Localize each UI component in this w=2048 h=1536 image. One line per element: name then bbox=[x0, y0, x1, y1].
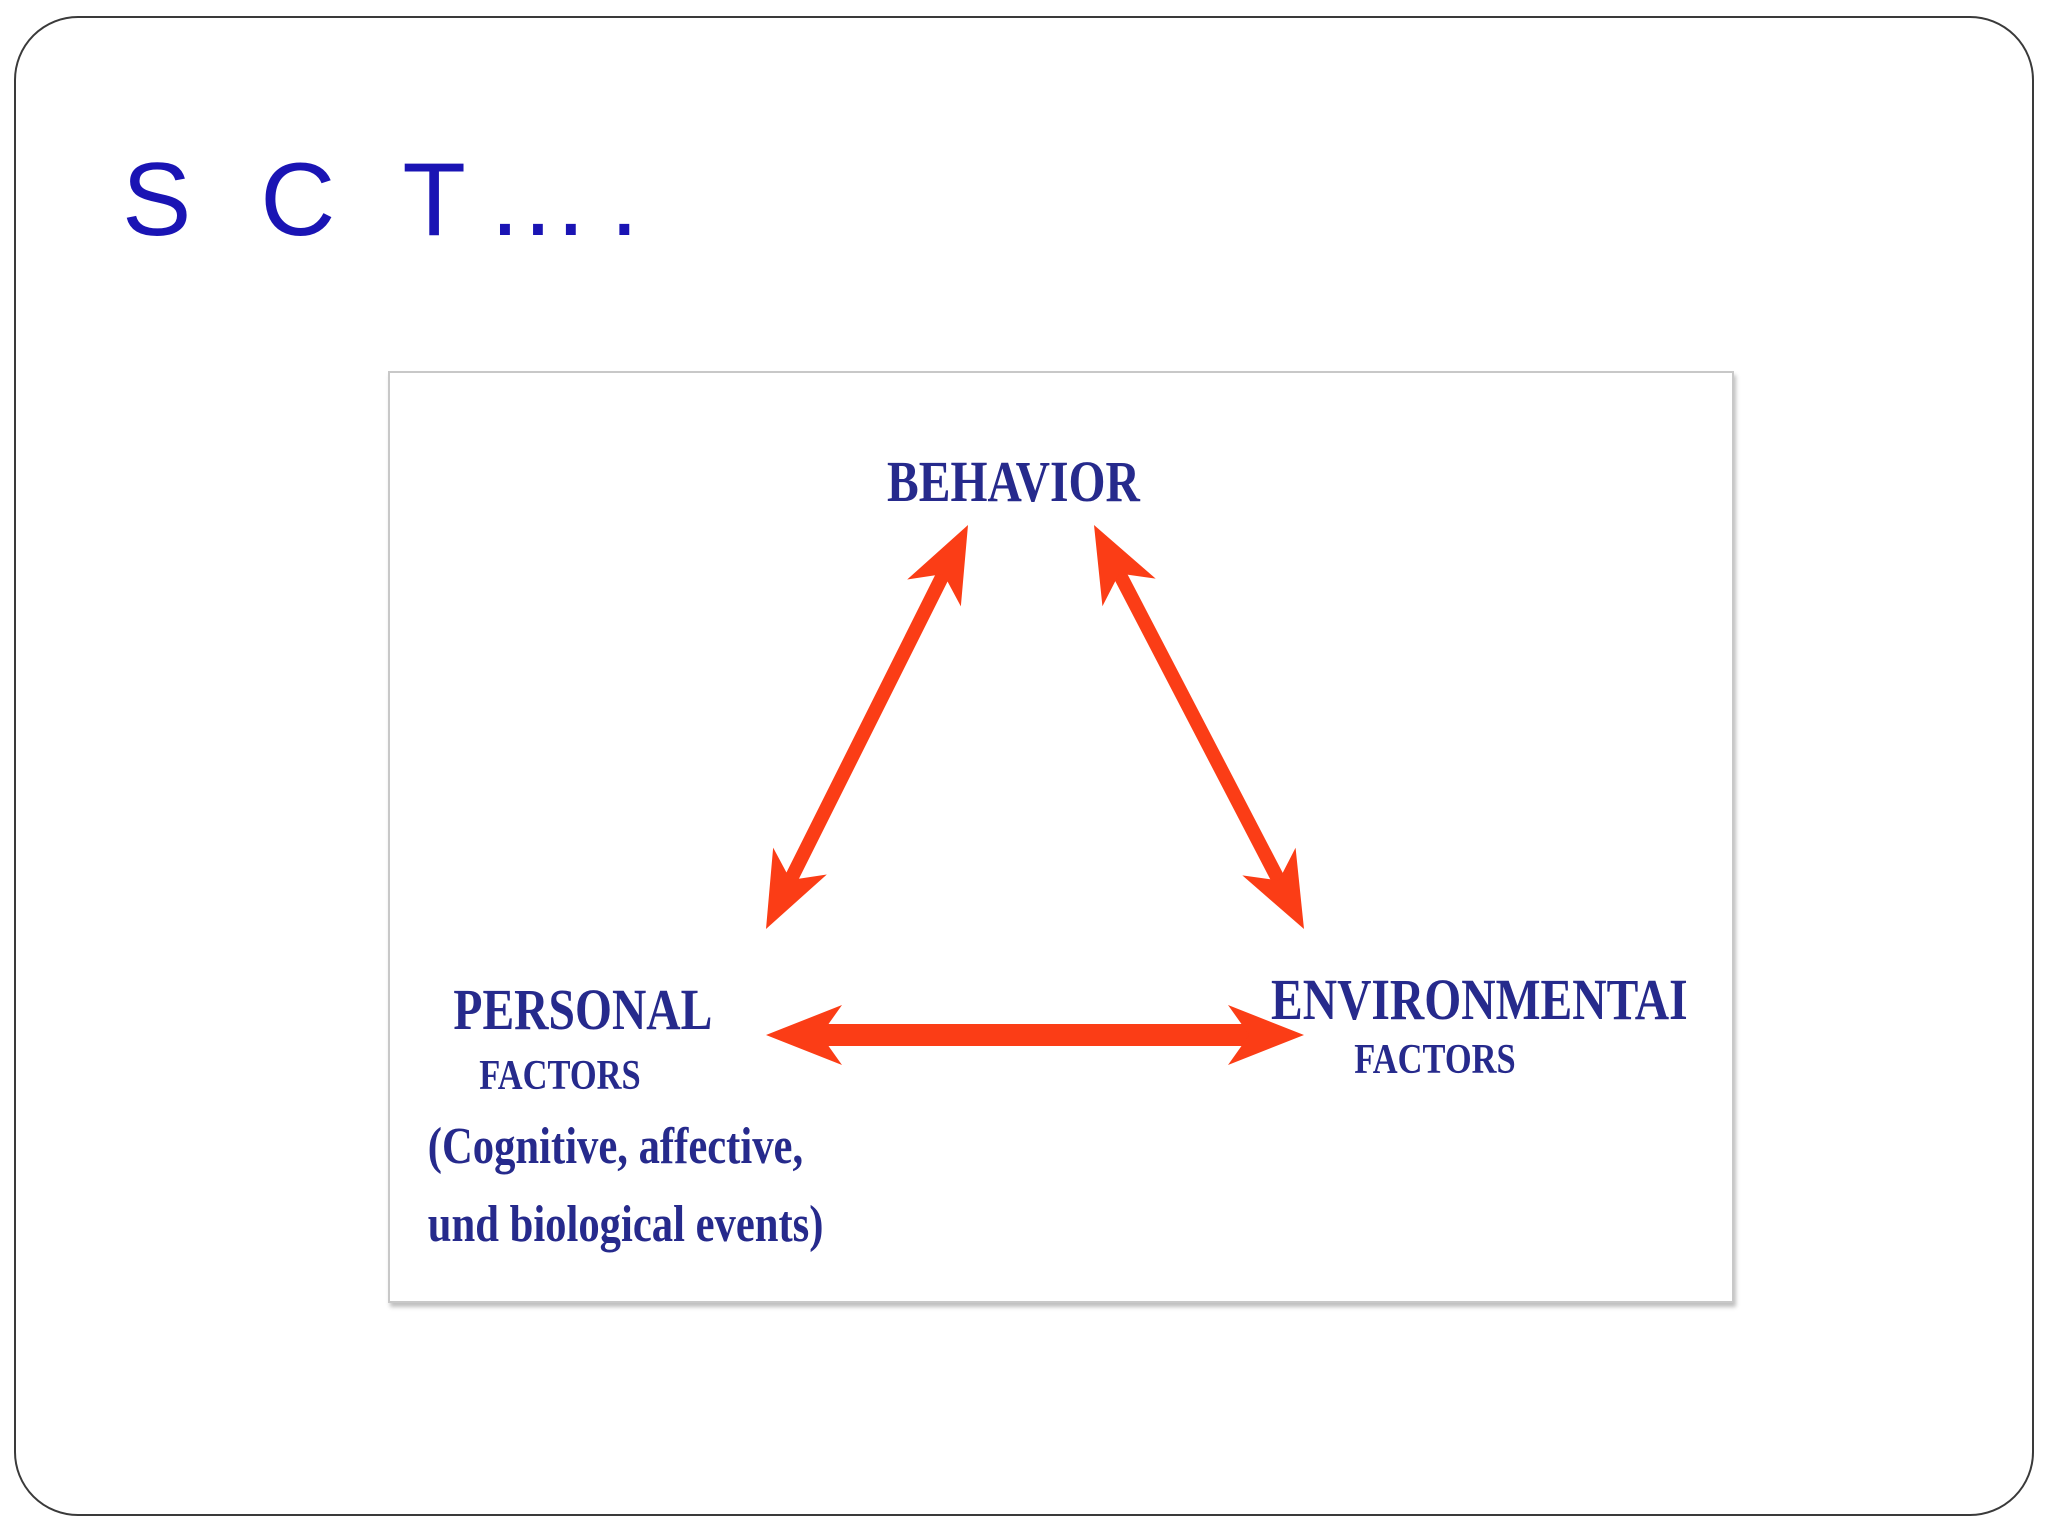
arrow-head bbox=[766, 847, 827, 929]
personal-sublabel: FACTORS bbox=[479, 1053, 641, 1099]
arrow-personal-behavior bbox=[766, 525, 968, 929]
arrow-shaft bbox=[780, 562, 954, 892]
arrow-head bbox=[1242, 847, 1304, 929]
arrow-personal-environmental bbox=[766, 1005, 1304, 1065]
slide: S C T…. BEHAVIOR PERSONAL FACTORS (Cogni… bbox=[14, 16, 2034, 1516]
sct-diagram: BEHAVIOR PERSONAL FACTORS (Cognitive, af… bbox=[388, 371, 1734, 1303]
arrow-behavior-environmental bbox=[1094, 525, 1304, 929]
arrow-head bbox=[1228, 1005, 1304, 1065]
slide-title: S C T…. bbox=[122, 142, 659, 258]
diagram-arrows bbox=[766, 525, 1304, 1065]
behavior-label: BEHAVIOR bbox=[887, 449, 1140, 514]
environmental-label: ENVIRONMENTAI bbox=[1271, 967, 1688, 1032]
arrow-head bbox=[1094, 525, 1156, 607]
arrow-shaft bbox=[1108, 562, 1290, 892]
arrow-head bbox=[907, 525, 968, 607]
personal-label: PERSONAL bbox=[453, 977, 713, 1042]
personal-description-line2: und biological events) bbox=[427, 1196, 824, 1253]
arrow-head bbox=[766, 1005, 842, 1065]
environmental-sublabel: FACTORS bbox=[1354, 1037, 1516, 1083]
personal-description-line1: (Cognitive, affective, bbox=[427, 1118, 804, 1175]
